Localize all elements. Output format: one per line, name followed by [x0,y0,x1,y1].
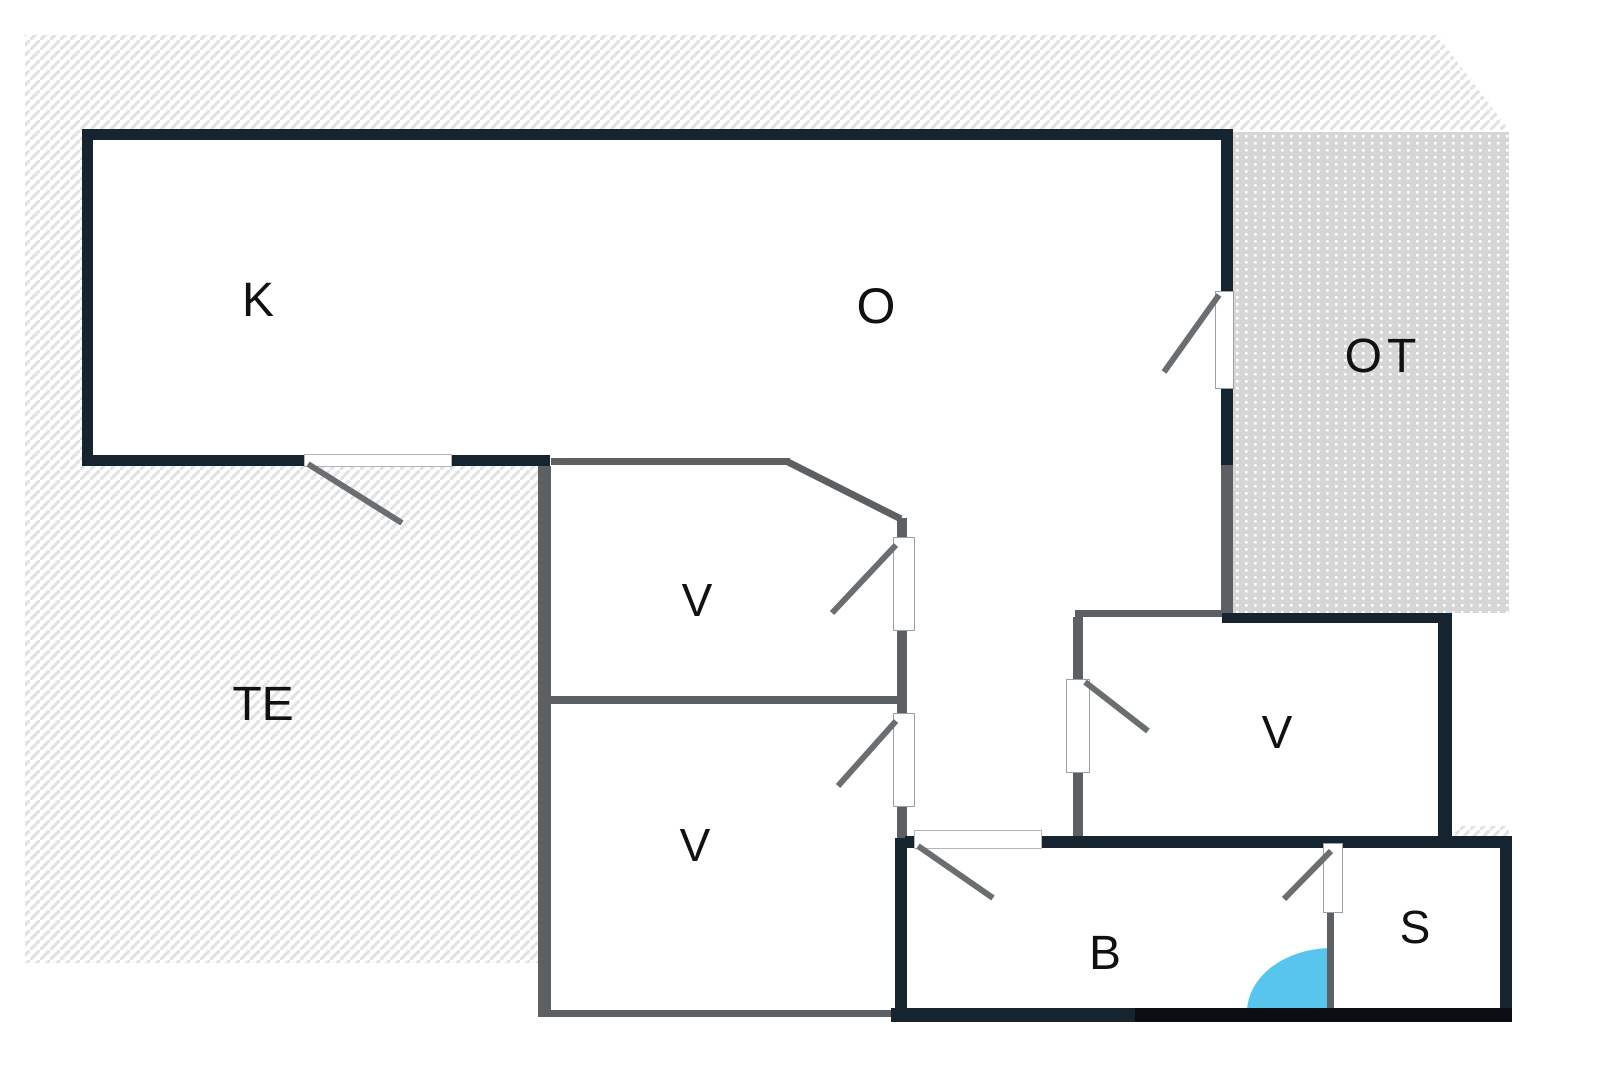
door-opening-kitchen-terrace [304,454,452,467]
door-opening-bathroom [914,830,1042,849]
wall-exterior-top [82,129,1233,140]
shower-basin [1247,948,1332,1012]
room-label-ot: OT [1344,330,1422,383]
wall-bedroom-block-left [538,466,551,1017]
room-label-o: O [856,278,896,334]
wall-bedroom2-bottom [538,1010,895,1017]
wall-exterior-left [82,129,93,466]
hatch-region-top [25,35,1509,130]
wall-corridor [897,518,907,838]
door-leaf-bedroom3 [1066,679,1090,773]
wall-shower-divider [1327,848,1334,1012]
wall-exterior-right-upper [1221,129,1233,293]
door-leaf-s-room [1323,843,1343,913]
door-leaf-living-ot [1215,291,1234,389]
wall-exterior-right-lower [1221,465,1233,613]
room-label-v2: V [679,819,711,871]
wall-bedroom3-right [1438,613,1452,839]
hatch-region-sliver [1455,826,1509,839]
wall-bedroom-divider [551,696,897,704]
dotted-region-ot-dots [1233,132,1509,613]
room-label-s: S [1399,901,1431,953]
room-label-v3: V [1261,706,1293,758]
wall-bathroom-top [905,836,1512,848]
hatch-region-terrace [25,466,538,963]
wall-bottom-bathroom [891,1008,1135,1022]
room-label-v1: V [681,574,713,626]
wall-s-room-right [1500,848,1512,1022]
room-label-b: B [1088,927,1122,980]
room-label-k: K [241,274,275,327]
wall-bedroom3-top-navy [1222,613,1452,623]
door-leaf-bedroom2 [893,713,915,807]
room-label-te: TE [232,678,294,731]
wall-exterior-right-mid [1221,387,1233,465]
wall-bathroom-left [895,838,907,1020]
wall-bedroom1-top [551,458,790,465]
wall-bottom-s-room [1135,1008,1512,1022]
wall-bedroom3-top-gray [1075,610,1222,617]
door-leaf-bedroom1 [893,537,915,631]
